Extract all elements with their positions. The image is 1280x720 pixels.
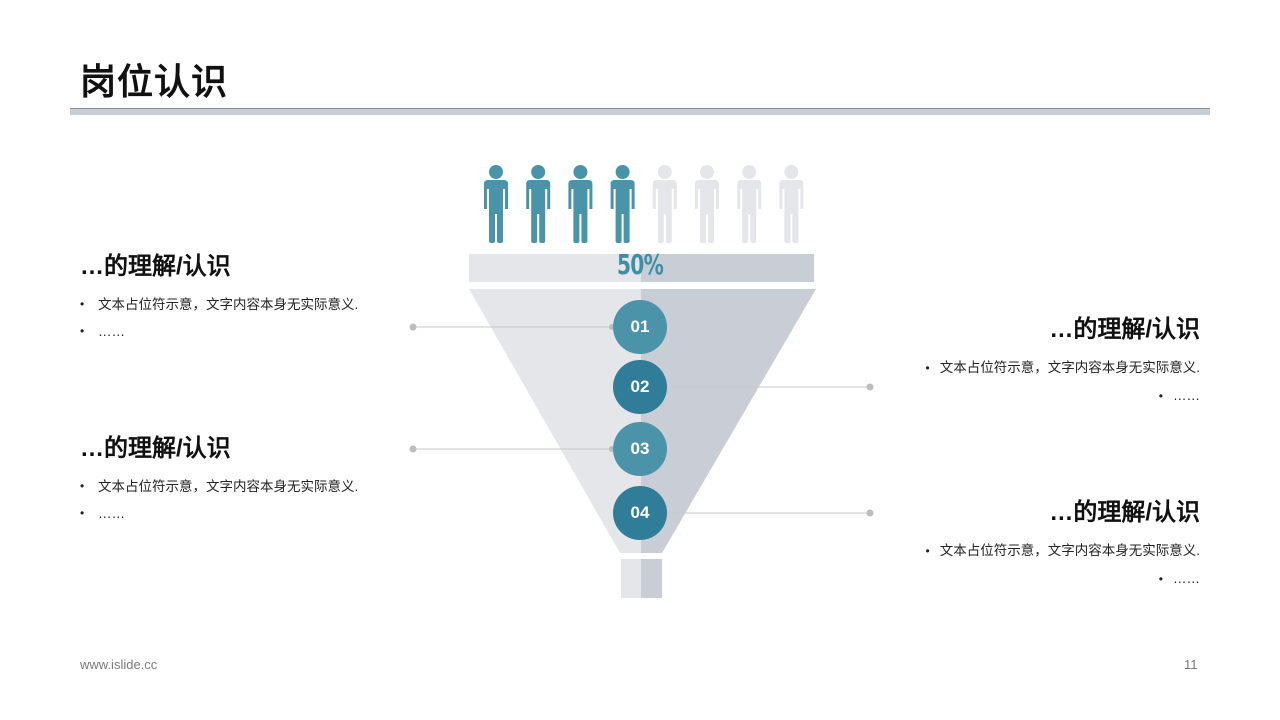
block-heading: …的理解/认识	[80, 253, 231, 280]
bullet-text: ……	[1173, 571, 1200, 586]
bullet-item: • 文本占位符示意，文字内容本身无实际意义.	[870, 537, 1200, 565]
bullet-text: 文本占位符示意，文字内容本身无实际意义.	[939, 543, 1200, 558]
bullet-list: • 文本占位符示意，文字内容本身无实际意义. • ……	[870, 537, 1200, 593]
person-icon	[779, 165, 804, 243]
step-number-04: 04	[630, 503, 650, 522]
connector-dot-01	[409, 323, 417, 331]
footer-website[interactable]: www.islide.cc	[80, 657, 158, 672]
bullet-item: 文本占位符示意，文字内容本身无实际意义.	[80, 291, 410, 318]
person-icon	[610, 165, 635, 243]
block-heading: …的理解/认识	[1049, 316, 1200, 343]
person-icon	[652, 165, 677, 243]
funnel-neck-left	[621, 559, 641, 598]
text-block-01: …的理解/认识 文本占位符示意，文字内容本身无实际意义. ……	[80, 251, 410, 345]
step-number-02: 02	[630, 377, 650, 396]
text-block-03: …的理解/认识 文本占位符示意，文字内容本身无实际意义. ……	[80, 433, 410, 527]
bullet-dot-icon: •	[925, 361, 930, 375]
text-block-02: …的理解/认识 • 文本占位符示意，文字内容本身无实际意义. • ……	[870, 314, 1200, 410]
connector-dot-03	[409, 445, 417, 453]
step-circle-03	[613, 422, 667, 476]
person-icon	[737, 165, 762, 243]
person-icon	[484, 165, 508, 243]
bullet-list: 文本占位符示意，文字内容本身无实际意义. ……	[80, 291, 410, 345]
people-icon-row	[484, 165, 804, 243]
step-circle-02	[613, 360, 667, 414]
block-heading: …的理解/认识	[80, 435, 231, 462]
bullet-item: • ……	[870, 382, 1200, 410]
person-icon	[526, 165, 551, 243]
funnel-top-bar-left	[469, 254, 641, 282]
percent-label: 50%	[616, 248, 664, 281]
bullet-text: ……	[1173, 388, 1200, 403]
funnel-top-bar-right	[641, 254, 814, 282]
bullet-text: 文本占位符示意，文字内容本身无实际意义.	[939, 360, 1200, 375]
text-block-04: …的理解/认识 • 文本占位符示意，文字内容本身无实际意义. • ……	[870, 497, 1200, 593]
step-circle-01	[613, 300, 667, 354]
bullet-item: ……	[80, 500, 410, 527]
bullet-dot-icon: •	[1158, 572, 1163, 586]
bullet-item: 文本占位符示意，文字内容本身无实际意义.	[80, 473, 410, 500]
title-divider	[70, 108, 1210, 115]
bullet-dot-icon: •	[925, 544, 930, 558]
bullet-list: • 文本占位符示意，文字内容本身无实际意义. • ……	[870, 354, 1200, 410]
person-icon	[695, 165, 719, 243]
funnel-neck-right	[641, 559, 662, 598]
funnel-body-left	[469, 289, 641, 553]
block-heading: …的理解/认识	[1049, 499, 1200, 526]
page-number: 11	[1184, 657, 1198, 672]
bullet-item: ……	[80, 318, 410, 345]
page-title: 岗位认识	[80, 61, 229, 102]
connector-dot-02	[866, 383, 874, 391]
connector-dot-04	[866, 509, 874, 517]
funnel-body-right	[641, 289, 816, 553]
bullet-item: • 文本占位符示意，文字内容本身无实际意义.	[870, 354, 1200, 382]
step-number-03: 03	[630, 439, 650, 458]
bullet-list: 文本占位符示意，文字内容本身无实际意义. ……	[80, 473, 410, 527]
step-circle-04	[613, 486, 667, 540]
bullet-dot-icon: •	[1158, 389, 1163, 403]
bullet-item: • ……	[870, 565, 1200, 593]
person-icon	[568, 165, 593, 243]
step-number-01: 01	[630, 317, 650, 336]
